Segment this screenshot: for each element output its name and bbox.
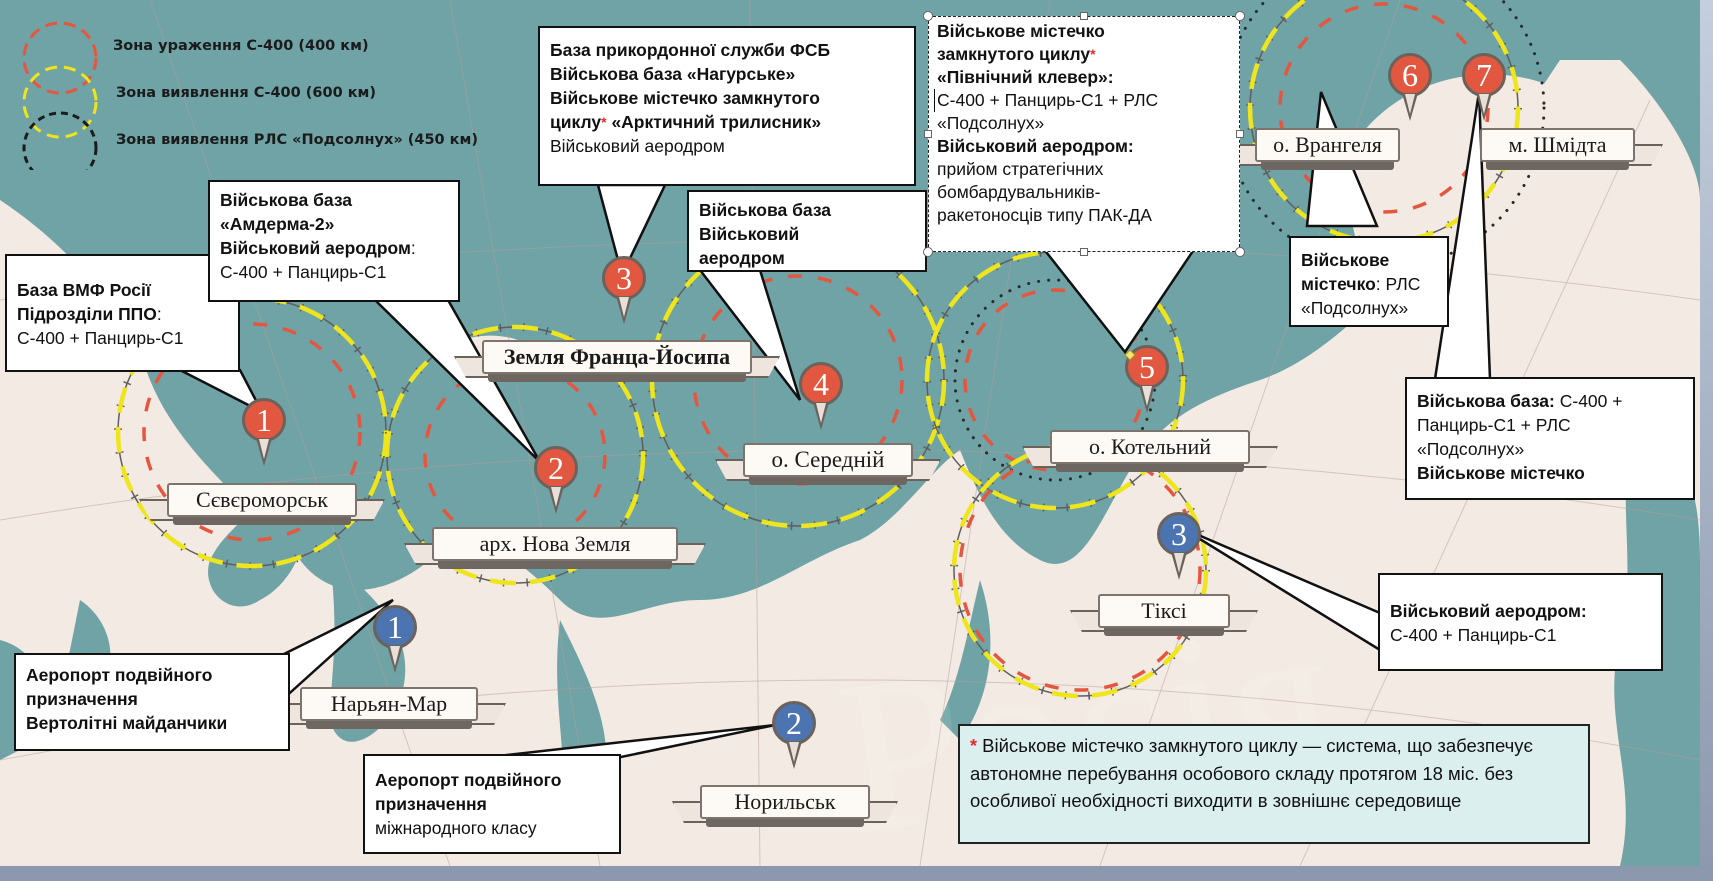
legend-yellow-circle-icon <box>22 65 98 139</box>
banner-naryan-mar: Нарьян-Мар <box>272 687 506 729</box>
resize-handle-top-right[interactable] <box>1235 11 1245 21</box>
zone-tiksi-kill <box>958 448 1202 692</box>
pin-red-2[interactable]: 2 <box>534 446 578 516</box>
footnote-box: * Військове містечко замкнутого циклу — … <box>958 724 1590 844</box>
zone-nova-zemlya-detect <box>384 324 646 586</box>
banner-franz-josef-land: Земля Франца-Йосипа <box>454 340 780 382</box>
resize-handle-left[interactable] <box>924 130 932 138</box>
resize-handle-right[interactable] <box>1236 130 1244 138</box>
pin-blue-3[interactable]: 3 <box>1157 512 1201 582</box>
resize-handle-bottom-left[interactable] <box>923 247 933 257</box>
pin-red-7[interactable]: 7 <box>1462 53 1506 123</box>
callout-red-2: Військова база «Амдерма-2» Військовий ае… <box>208 180 460 302</box>
pin-red-6[interactable]: 6 <box>1388 53 1432 123</box>
banner-severomorsk: Сєвєроморськ <box>139 483 385 525</box>
banner-wrangel: о. Врангеля <box>1227 128 1400 170</box>
callout-red-3: База прикордонної служби ФСБ Військова б… <box>538 26 916 186</box>
zone-severomorsk-detect <box>115 295 389 569</box>
legend-red-circle-icon <box>22 21 98 95</box>
arctic-map: Росія Зона ураження С-400 (400 км) Зона … <box>0 0 1700 866</box>
zone-severomorsk-kill <box>142 322 362 542</box>
legend-symbols <box>22 21 98 170</box>
banner-kotelny: о. Котельний <box>1022 430 1278 472</box>
pin-blue-2[interactable]: 2 <box>772 701 816 771</box>
resize-handle-top[interactable] <box>1080 12 1088 20</box>
callout-blue-2: Аеропорт подвійного призначення міжнарод… <box>363 754 621 854</box>
zone-tiksi-detect <box>951 441 1209 699</box>
banner-schmidt: м. Шмідта <box>1480 128 1663 170</box>
banner-norilsk: Норильськ <box>672 785 898 827</box>
resize-handle-bottom[interactable] <box>1080 248 1088 256</box>
legend-detect-zone: Зона виявлення С-400 (600 км) <box>116 85 377 101</box>
pin-red-4[interactable]: 4 <box>799 362 843 432</box>
pin-red-1[interactable]: 1 <box>242 398 286 468</box>
callout-blue-3: Військовий аеродром: С-400 + Панцирь-С1 <box>1378 573 1663 671</box>
zone-nova-zemlya-kill <box>423 363 607 547</box>
pin-blue-1[interactable]: 1 <box>373 605 417 675</box>
callout-blue-1: Аеропорт подвійного призначення Вертоліт… <box>14 653 290 751</box>
resize-handle-bottom-right[interactable] <box>1235 247 1245 257</box>
callout-red-4: Військова база Військовий аеродром <box>687 190 927 272</box>
pin-red-3[interactable]: 3 <box>602 256 646 326</box>
legend-kill-zone: Зона ураження С-400 (400 км) <box>113 38 369 54</box>
right-frame-strip <box>1700 0 1713 881</box>
callout-red-6: Військове містечко: РЛС «Подсолнух» <box>1289 236 1449 327</box>
bottom-frame-strip <box>0 866 1713 881</box>
callout-red-1: База ВМФ Росії Підрозділи ППО: С-400 + П… <box>5 254 240 372</box>
resize-handle-top-left[interactable] <box>923 11 933 21</box>
banner-tiksi: Тіксі <box>1070 594 1258 636</box>
banner-nova-zemlya: арх. Нова Земля <box>404 527 706 569</box>
callout-red-5[interactable]: Військове містечко замкнутого циклу* «Пі… <box>928 16 1240 252</box>
callout-red-7: Військова база: С-400 + Панцирь-С1 + РЛС… <box>1405 377 1695 500</box>
banner-seredniy: о. Середній <box>715 443 941 485</box>
legend-radar-zone: Зона виявлення РЛС «Подсолнух» (450 км) <box>116 132 478 148</box>
legend-black-circle-icon <box>22 111 98 170</box>
